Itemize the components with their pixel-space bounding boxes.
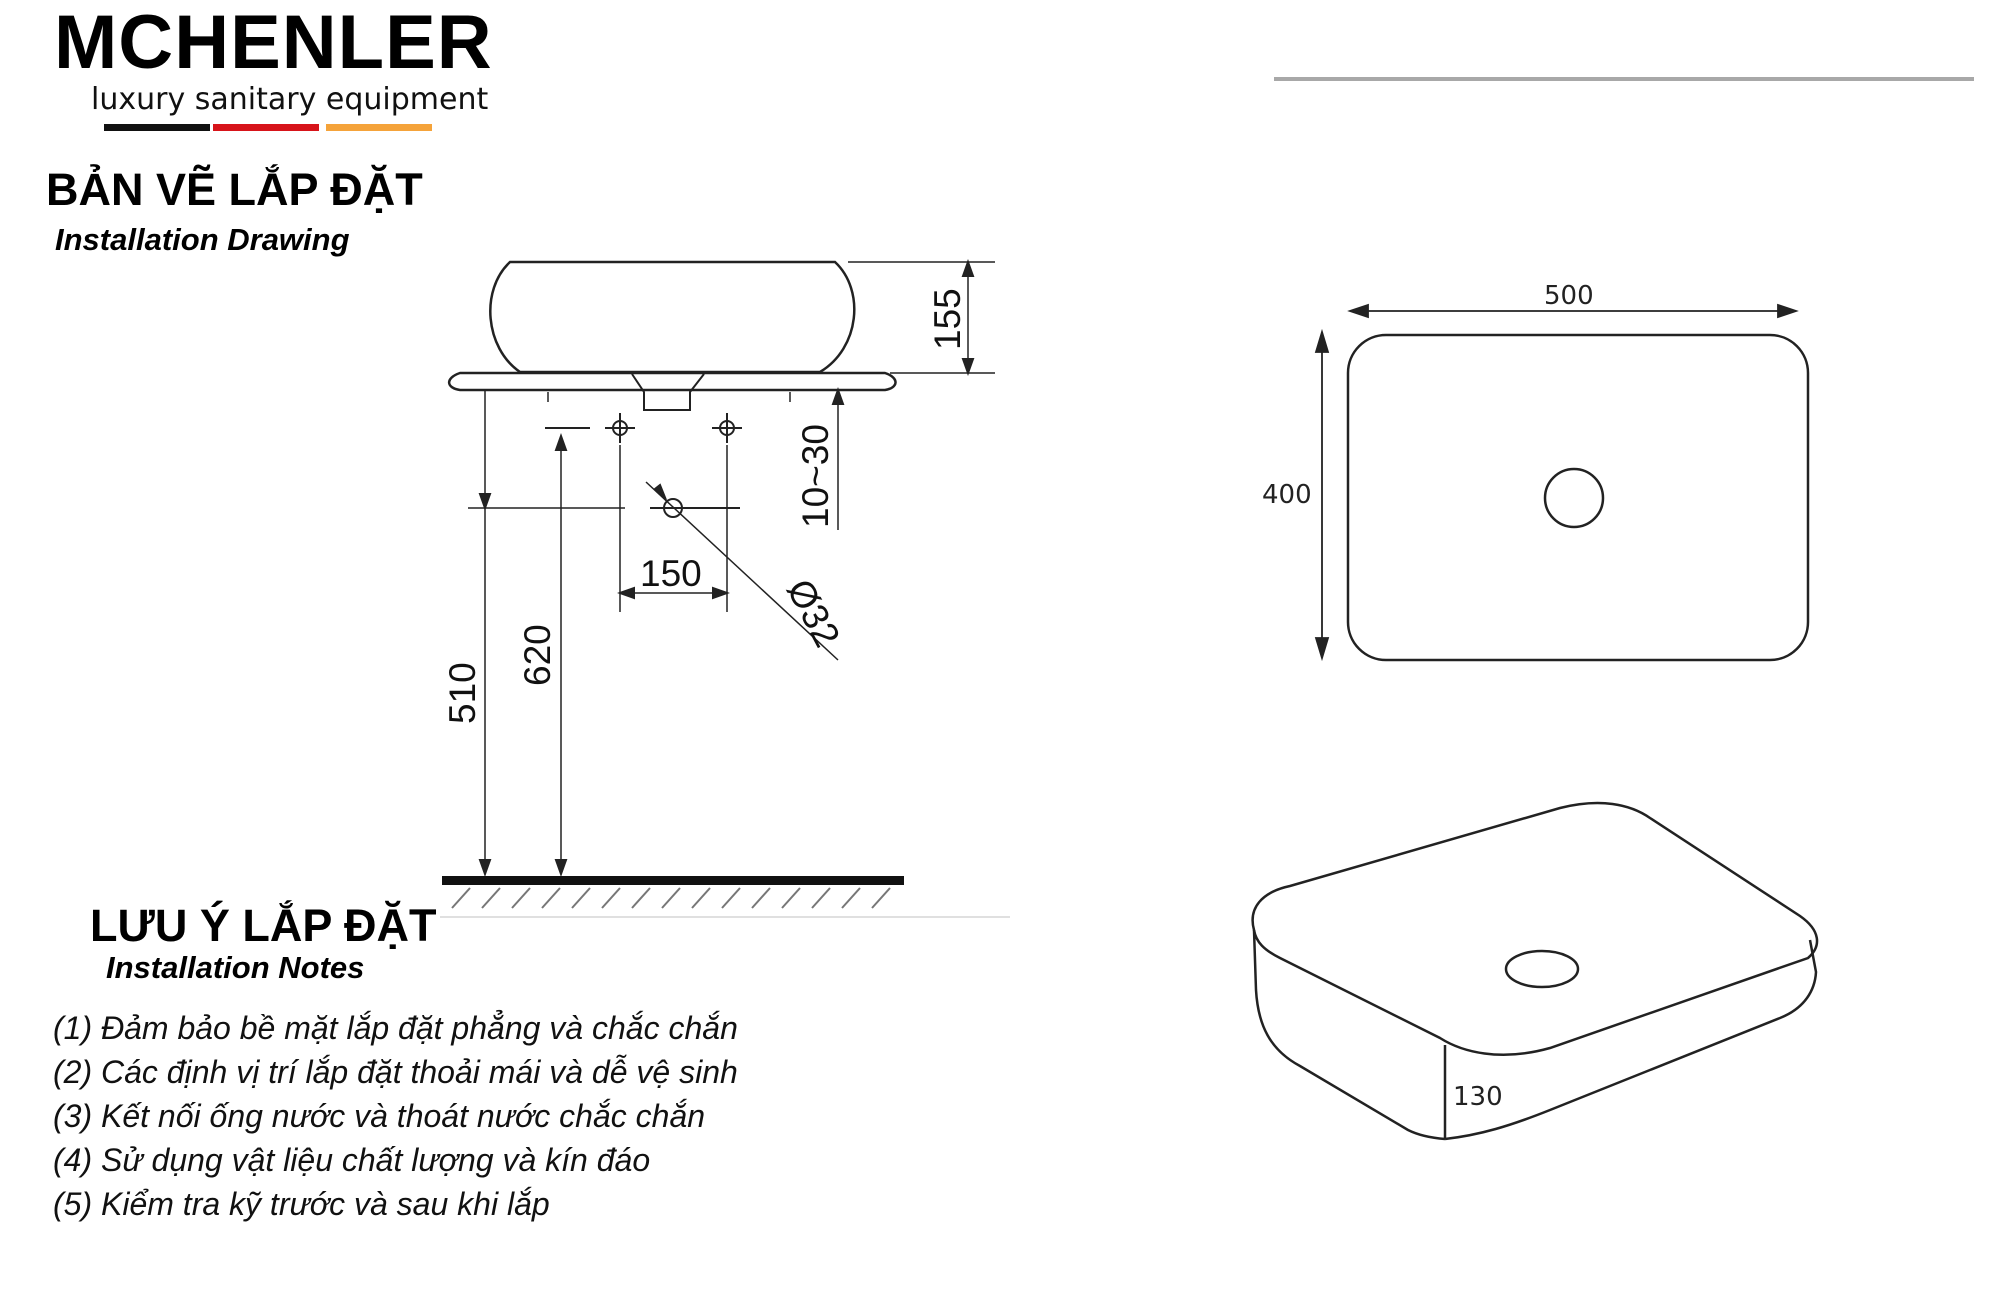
basin-body-right <box>1444 939 1818 1141</box>
dim-diameter-label: Ø32 <box>779 573 848 654</box>
header-divider <box>1274 77 1974 81</box>
dim-155-label: 155 <box>927 288 968 350</box>
drawing-subtitle: Installation Drawing <box>55 222 350 257</box>
dim-510-label: 510 <box>442 662 483 724</box>
dim-620-label: 620 <box>517 624 558 686</box>
notes-subtitle: Installation Notes <box>106 950 365 985</box>
tap-marker-left <box>605 413 635 443</box>
notes-title: LƯU Ý LẮP ĐẶT <box>90 900 437 951</box>
note-item: (1) Đảm bảo bề mặt lắp đặt phẳng và chắc… <box>53 1010 738 1046</box>
basin-top-outline <box>1346 333 1810 662</box>
brand-tagline: luxury sanitary equipment <box>91 82 489 117</box>
basin-top-rim <box>1251 801 1819 1056</box>
brand-stripe-orange <box>326 124 432 131</box>
side-elevation-drawing: 155 10~30 150 Ø32 510 620 <box>440 259 1010 918</box>
tap-marker-right <box>712 413 742 443</box>
drawing-title: BẢN VẼ LẮP ĐẶT <box>46 164 423 215</box>
drain-hole <box>1543 467 1605 529</box>
dim-130-label: 130 <box>1453 1082 1503 1112</box>
basin-body-left <box>1252 929 1446 1141</box>
drain-hole-perspective <box>1504 949 1580 989</box>
floor-line <box>442 876 904 885</box>
dim-10-30-label: 10~30 <box>795 424 836 528</box>
installation-notes-list: (1) Đảm bảo bề mặt lắp đặt phẳng và chắc… <box>53 1006 738 1226</box>
floor-hatching <box>451 887 891 909</box>
brand-logo: MCHENLER <box>54 0 493 85</box>
top-plan-drawing: 500 400 <box>1262 281 1810 662</box>
dim-150-label: 150 <box>640 553 702 594</box>
note-item: (5) Kiểm tra kỹ trước và sau khi lắp <box>53 1186 550 1222</box>
note-item: (2) Các định vị trí lắp đặt thoải mái và… <box>53 1054 738 1090</box>
dim-400-label: 400 <box>1262 480 1312 510</box>
note-item: (4) Sử dụng vật liệu chất lượng và kín đ… <box>53 1142 651 1178</box>
perspective-drawing: 130 <box>1251 801 1819 1141</box>
note-item: (3) Kết nối ống nước và thoát nước chắc … <box>53 1098 706 1134</box>
dim-500-label: 500 <box>1544 281 1594 311</box>
drain-marker <box>650 498 740 518</box>
basin-side-outline <box>489 260 856 374</box>
brand-stripe-red <box>213 124 319 131</box>
brand-stripe-black <box>104 124 210 131</box>
countertop-outline <box>447 371 897 392</box>
drain-outline <box>631 373 705 411</box>
